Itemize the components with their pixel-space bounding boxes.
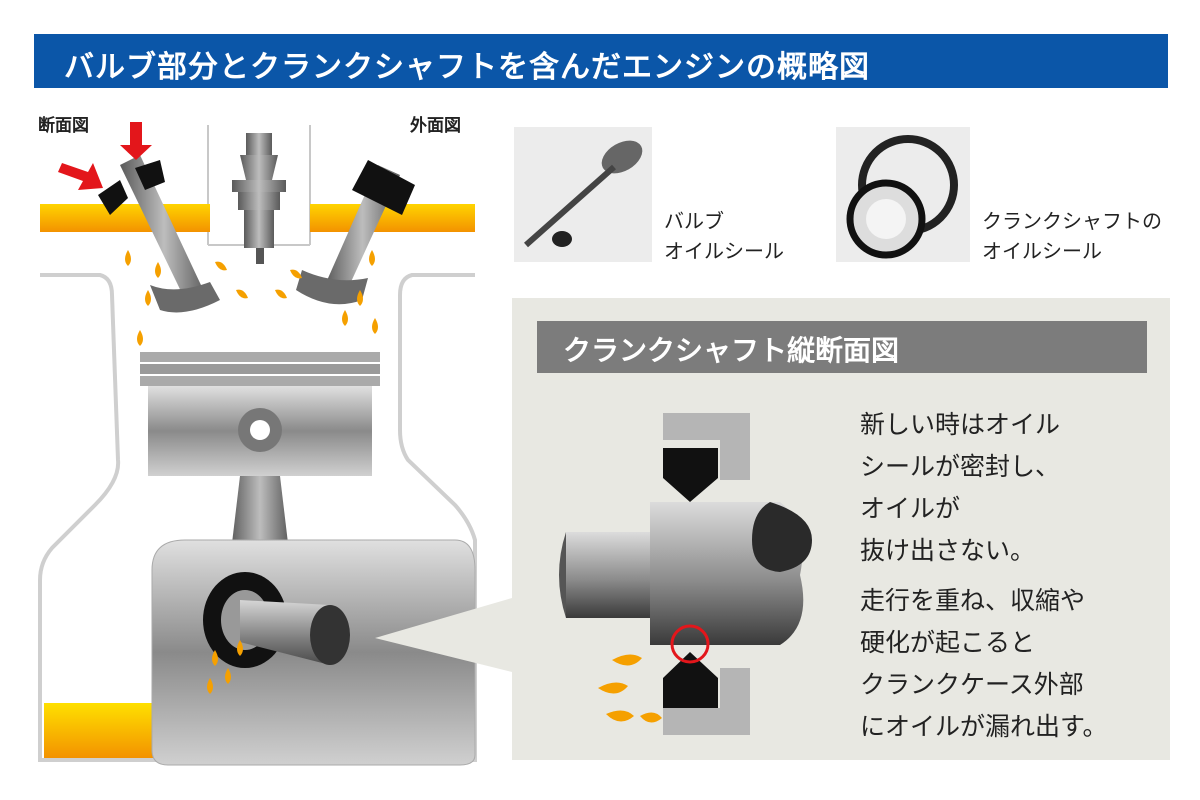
panel-title: クランクシャフト縦断面図 <box>563 334 900 367</box>
intake-valve <box>98 155 220 313</box>
valve-seal-photo <box>514 127 652 262</box>
panel-title-bar: クランクシャフト縦断面図 <box>537 321 1147 373</box>
callout-wedge <box>375 598 512 672</box>
exhaust-valve <box>296 160 415 305</box>
spark-plug <box>232 133 286 264</box>
leak-highlight-circle <box>670 624 710 664</box>
oil-drops-valves <box>125 250 378 346</box>
valve-icon <box>524 140 643 248</box>
seal-top <box>663 448 718 502</box>
valve-seal-caption: バルブ オイルシール <box>664 209 784 263</box>
crank-seal-caption: クランクシャフトの オイルシール <box>982 209 1162 263</box>
description-new: 新しい時はオイル シールが密封し、 オイルが 抜け出さない。 <box>860 410 1061 565</box>
cross-section-label: 断面図 <box>38 116 89 136</box>
description-aged: 走行を重ね、収縮や 硬化が起こると クランクケース外部 にオイルが漏れ出す。 <box>860 586 1108 741</box>
connecting-rod <box>230 476 290 560</box>
piston <box>140 352 380 476</box>
crankshaft-panel <box>512 298 1170 760</box>
crankshaft <box>203 572 350 668</box>
oil-leak-drops <box>598 654 662 723</box>
shaft <box>559 502 812 645</box>
seal-bottom <box>663 652 718 708</box>
page-title: バルブ部分とクランクシャフトを含んだエンジンの概略図 <box>64 50 870 85</box>
oil-sump <box>44 703 154 758</box>
oil-band-left <box>40 204 210 232</box>
oil-drops-crank <box>207 640 243 694</box>
housing-top <box>663 413 750 480</box>
crank-seal-photo <box>836 127 970 262</box>
title-bar: バルブ部分とクランクシャフトを含んだエンジンの概略図 <box>34 34 1168 88</box>
seal-ring-icon <box>846 135 958 259</box>
housing-bottom <box>663 668 750 735</box>
arrow-icon <box>58 122 152 190</box>
exterior-label: 外面図 <box>410 116 461 136</box>
